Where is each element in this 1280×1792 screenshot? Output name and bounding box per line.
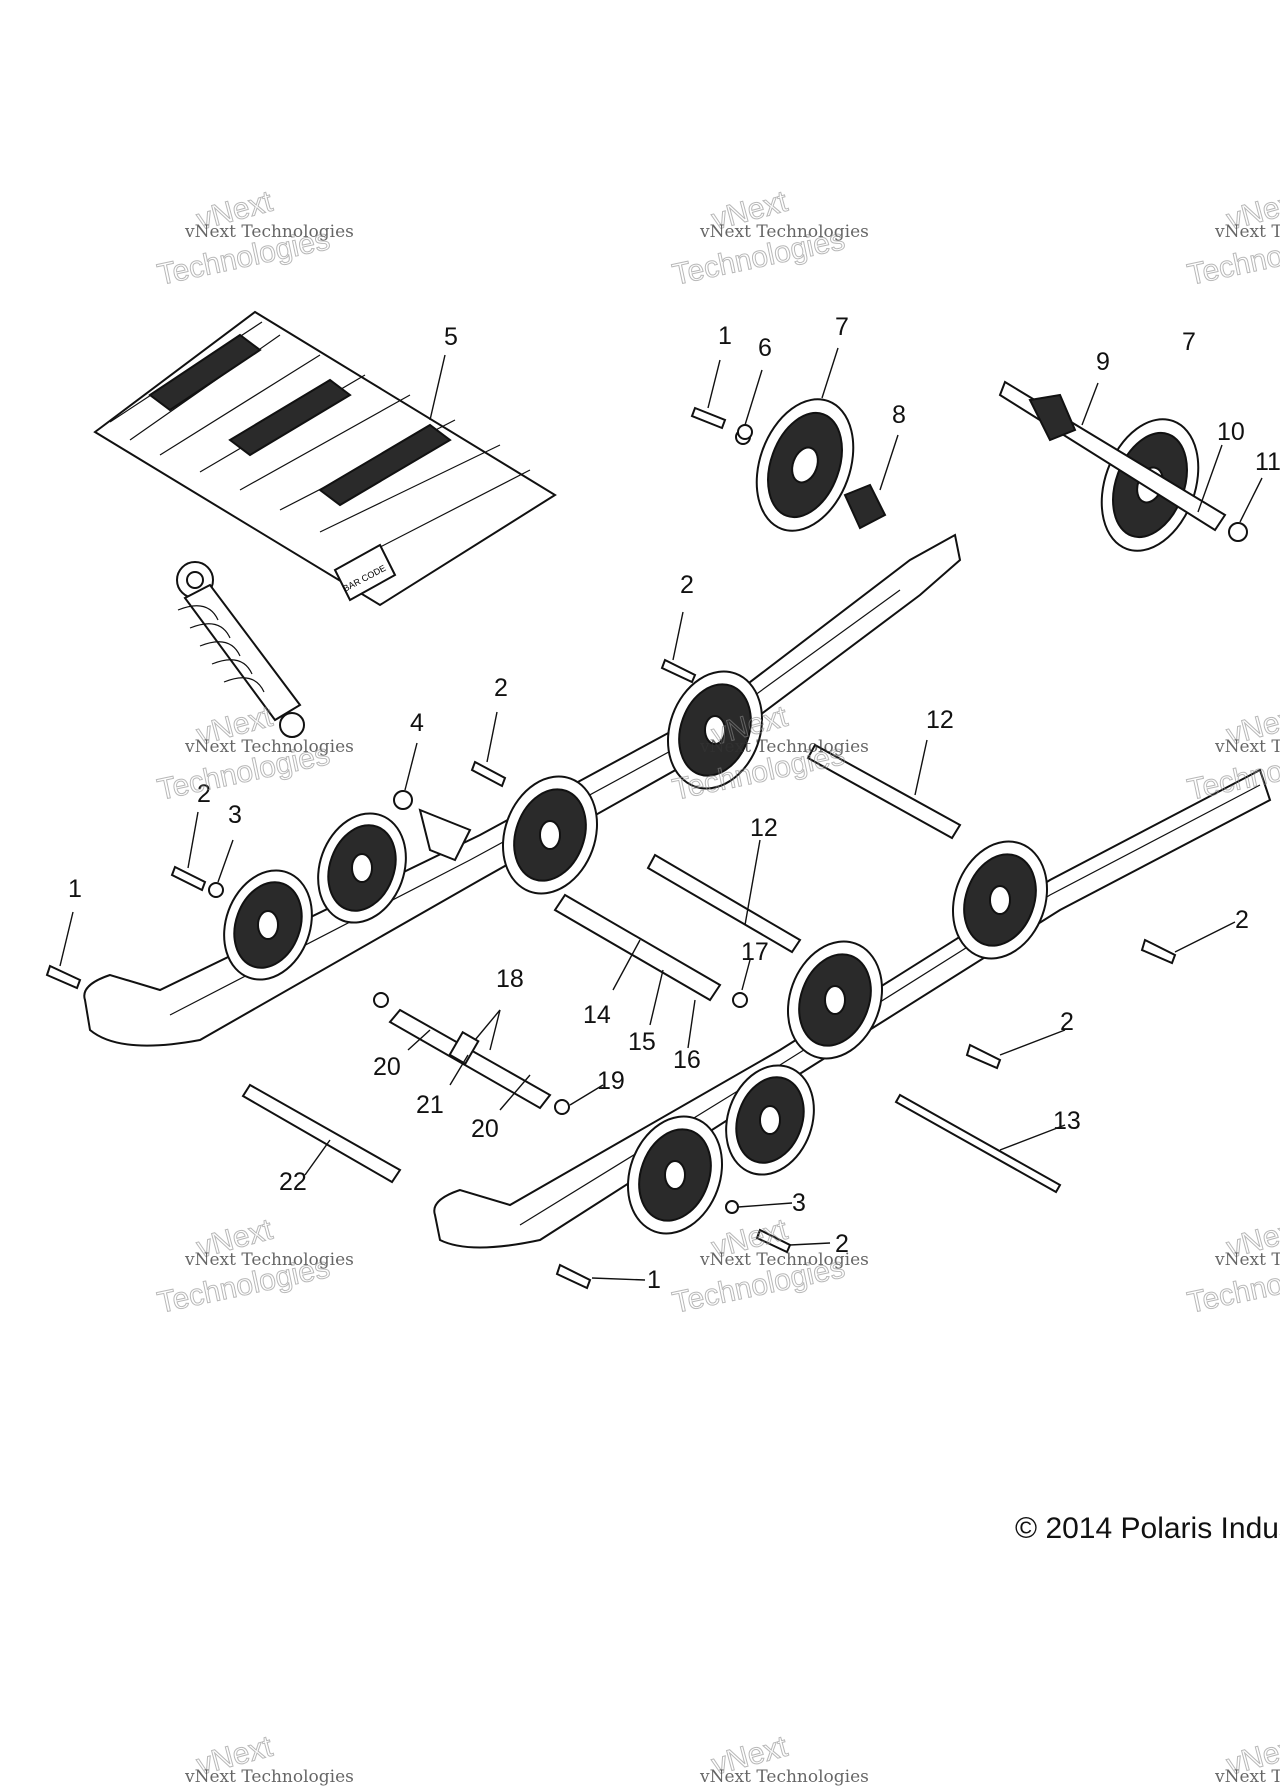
cross-shafts: [241, 743, 1062, 1194]
wheel-right-3: [786, 940, 884, 1060]
svg-text:vNext Technologies: vNext Technologies: [699, 222, 869, 242]
wheel-7-front: [755, 398, 855, 532]
svg-text:vNext Technologies: vNext Technologies: [1214, 737, 1280, 757]
callout-13: 13: [1053, 1107, 1081, 1135]
callout-2-upper: 2: [680, 571, 694, 599]
callout-19: 19: [597, 1067, 625, 1095]
callout-2-right-mid: 2: [1060, 1008, 1074, 1036]
callout-2-mid: 2: [494, 674, 508, 702]
shaft-20: [388, 1008, 552, 1110]
callout-numbers: 1 6 7 8 9 7 10 11 5 2 2 4 2 3 1 12 12 2 …: [68, 313, 1280, 1294]
wheel-left-4: [666, 670, 764, 790]
callout-21: 21: [416, 1091, 444, 1119]
wheel-left-2: [317, 812, 407, 924]
callout-12-upper: 12: [926, 706, 954, 734]
svg-text:vNext Technologies: vNext Technologies: [1214, 222, 1280, 242]
callout-11: 11: [1255, 448, 1280, 476]
copyright-notice: © 2014 Polaris Indus: [1015, 1512, 1280, 1545]
watermark-8: vNext vNext Technologies Technologies: [669, 1212, 869, 1320]
watermark-12: vNext vNext Technologies: [1214, 1729, 1280, 1787]
callout-2-bottom: 2: [835, 1230, 849, 1258]
callout-4: 4: [410, 709, 424, 737]
callout-14: 14: [583, 1001, 611, 1029]
callout-10: 10: [1217, 418, 1245, 446]
track-part: BAR CODE: [93, 310, 557, 607]
svg-text:vNext Technologies: vNext Technologies: [699, 737, 869, 757]
wheel-left-1: [223, 869, 313, 981]
rod-13: [894, 1093, 1062, 1194]
callout-5: 5: [444, 323, 458, 351]
wheel-right-2: [725, 1064, 815, 1176]
callout-3-right: 3: [792, 1189, 806, 1217]
shaft-14: [553, 893, 722, 1002]
callout-8: 8: [892, 401, 906, 429]
callout-12-lower: 12: [750, 814, 778, 842]
shaft-12-upper: [806, 743, 962, 840]
callout-6: 6: [758, 334, 772, 362]
callout-1-left: 1: [68, 875, 82, 903]
watermark-2: vNext vNext Technologies Technologies: [669, 184, 869, 292]
svg-text:vNext Technologies: vNext Technologies: [184, 222, 354, 242]
idler-wheels: [223, 398, 1200, 1235]
wheel-right-1: [626, 1115, 724, 1235]
callout-20-left: 20: [373, 1053, 401, 1081]
callout-22: 22: [279, 1168, 307, 1196]
svg-text:vNext Technologies: vNext Technologies: [184, 1767, 354, 1787]
callout-16: 16: [673, 1046, 701, 1074]
callout-7-front: 7: [835, 313, 849, 341]
svg-text:vNext Technologies: vNext Technologies: [699, 1767, 869, 1787]
wheel-right-4: [951, 840, 1049, 960]
svg-text:vNext Technologies: vNext Technologies: [184, 737, 354, 757]
copyright-text: © 2014 Polaris Indus: [1015, 1512, 1280, 1545]
watermark-1: vNext vNext Technologies Technologies: [154, 184, 354, 292]
wheel-left-3: [501, 775, 599, 895]
watermark-4: vNext vNext Technologies Technologies: [154, 699, 354, 807]
watermark-3: vNext vNext Technologies Technologies: [1184, 184, 1280, 292]
callout-1-top: 1: [718, 322, 732, 350]
watermark-7: vNext vNext Technologies Technologies: [154, 1212, 354, 1320]
watermark-9: vNext vNext Technologies Technologies: [1184, 1212, 1280, 1320]
svg-text:vNext Technologies: vNext Technologies: [1214, 1250, 1280, 1270]
watermark-6: vNext vNext Technologies Technologies: [1184, 699, 1280, 807]
callout-18: 18: [496, 965, 524, 993]
callout-17: 17: [741, 938, 769, 966]
svg-text:vNext Technologies: vNext Technologies: [699, 1250, 869, 1270]
shock-absorber-part: [176, 561, 305, 738]
callout-1-bottom: 1: [647, 1266, 661, 1294]
shaft-22: [241, 1083, 402, 1184]
callout-20-right: 20: [471, 1115, 499, 1143]
svg-text:vNext Technologies: vNext Technologies: [1214, 1767, 1280, 1787]
callout-9: 9: [1096, 348, 1110, 376]
svg-text:vNext Technologies: vNext Technologies: [184, 1250, 354, 1270]
watermark-11: vNext vNext Technologies: [699, 1729, 869, 1787]
callout-2-left: 2: [197, 780, 211, 808]
leader-lines: [59, 347, 1263, 1281]
callout-7-rear: 7: [1182, 328, 1196, 356]
watermark-10: vNext vNext Technologies: [184, 1729, 354, 1787]
callout-3-left: 3: [228, 801, 242, 829]
callout-2-right: 2: [1235, 906, 1249, 934]
hardware: [45, 406, 1177, 1290]
shaft-12-lower: [646, 853, 802, 954]
callout-15: 15: [628, 1028, 656, 1056]
spacer-21: [448, 1030, 480, 1066]
